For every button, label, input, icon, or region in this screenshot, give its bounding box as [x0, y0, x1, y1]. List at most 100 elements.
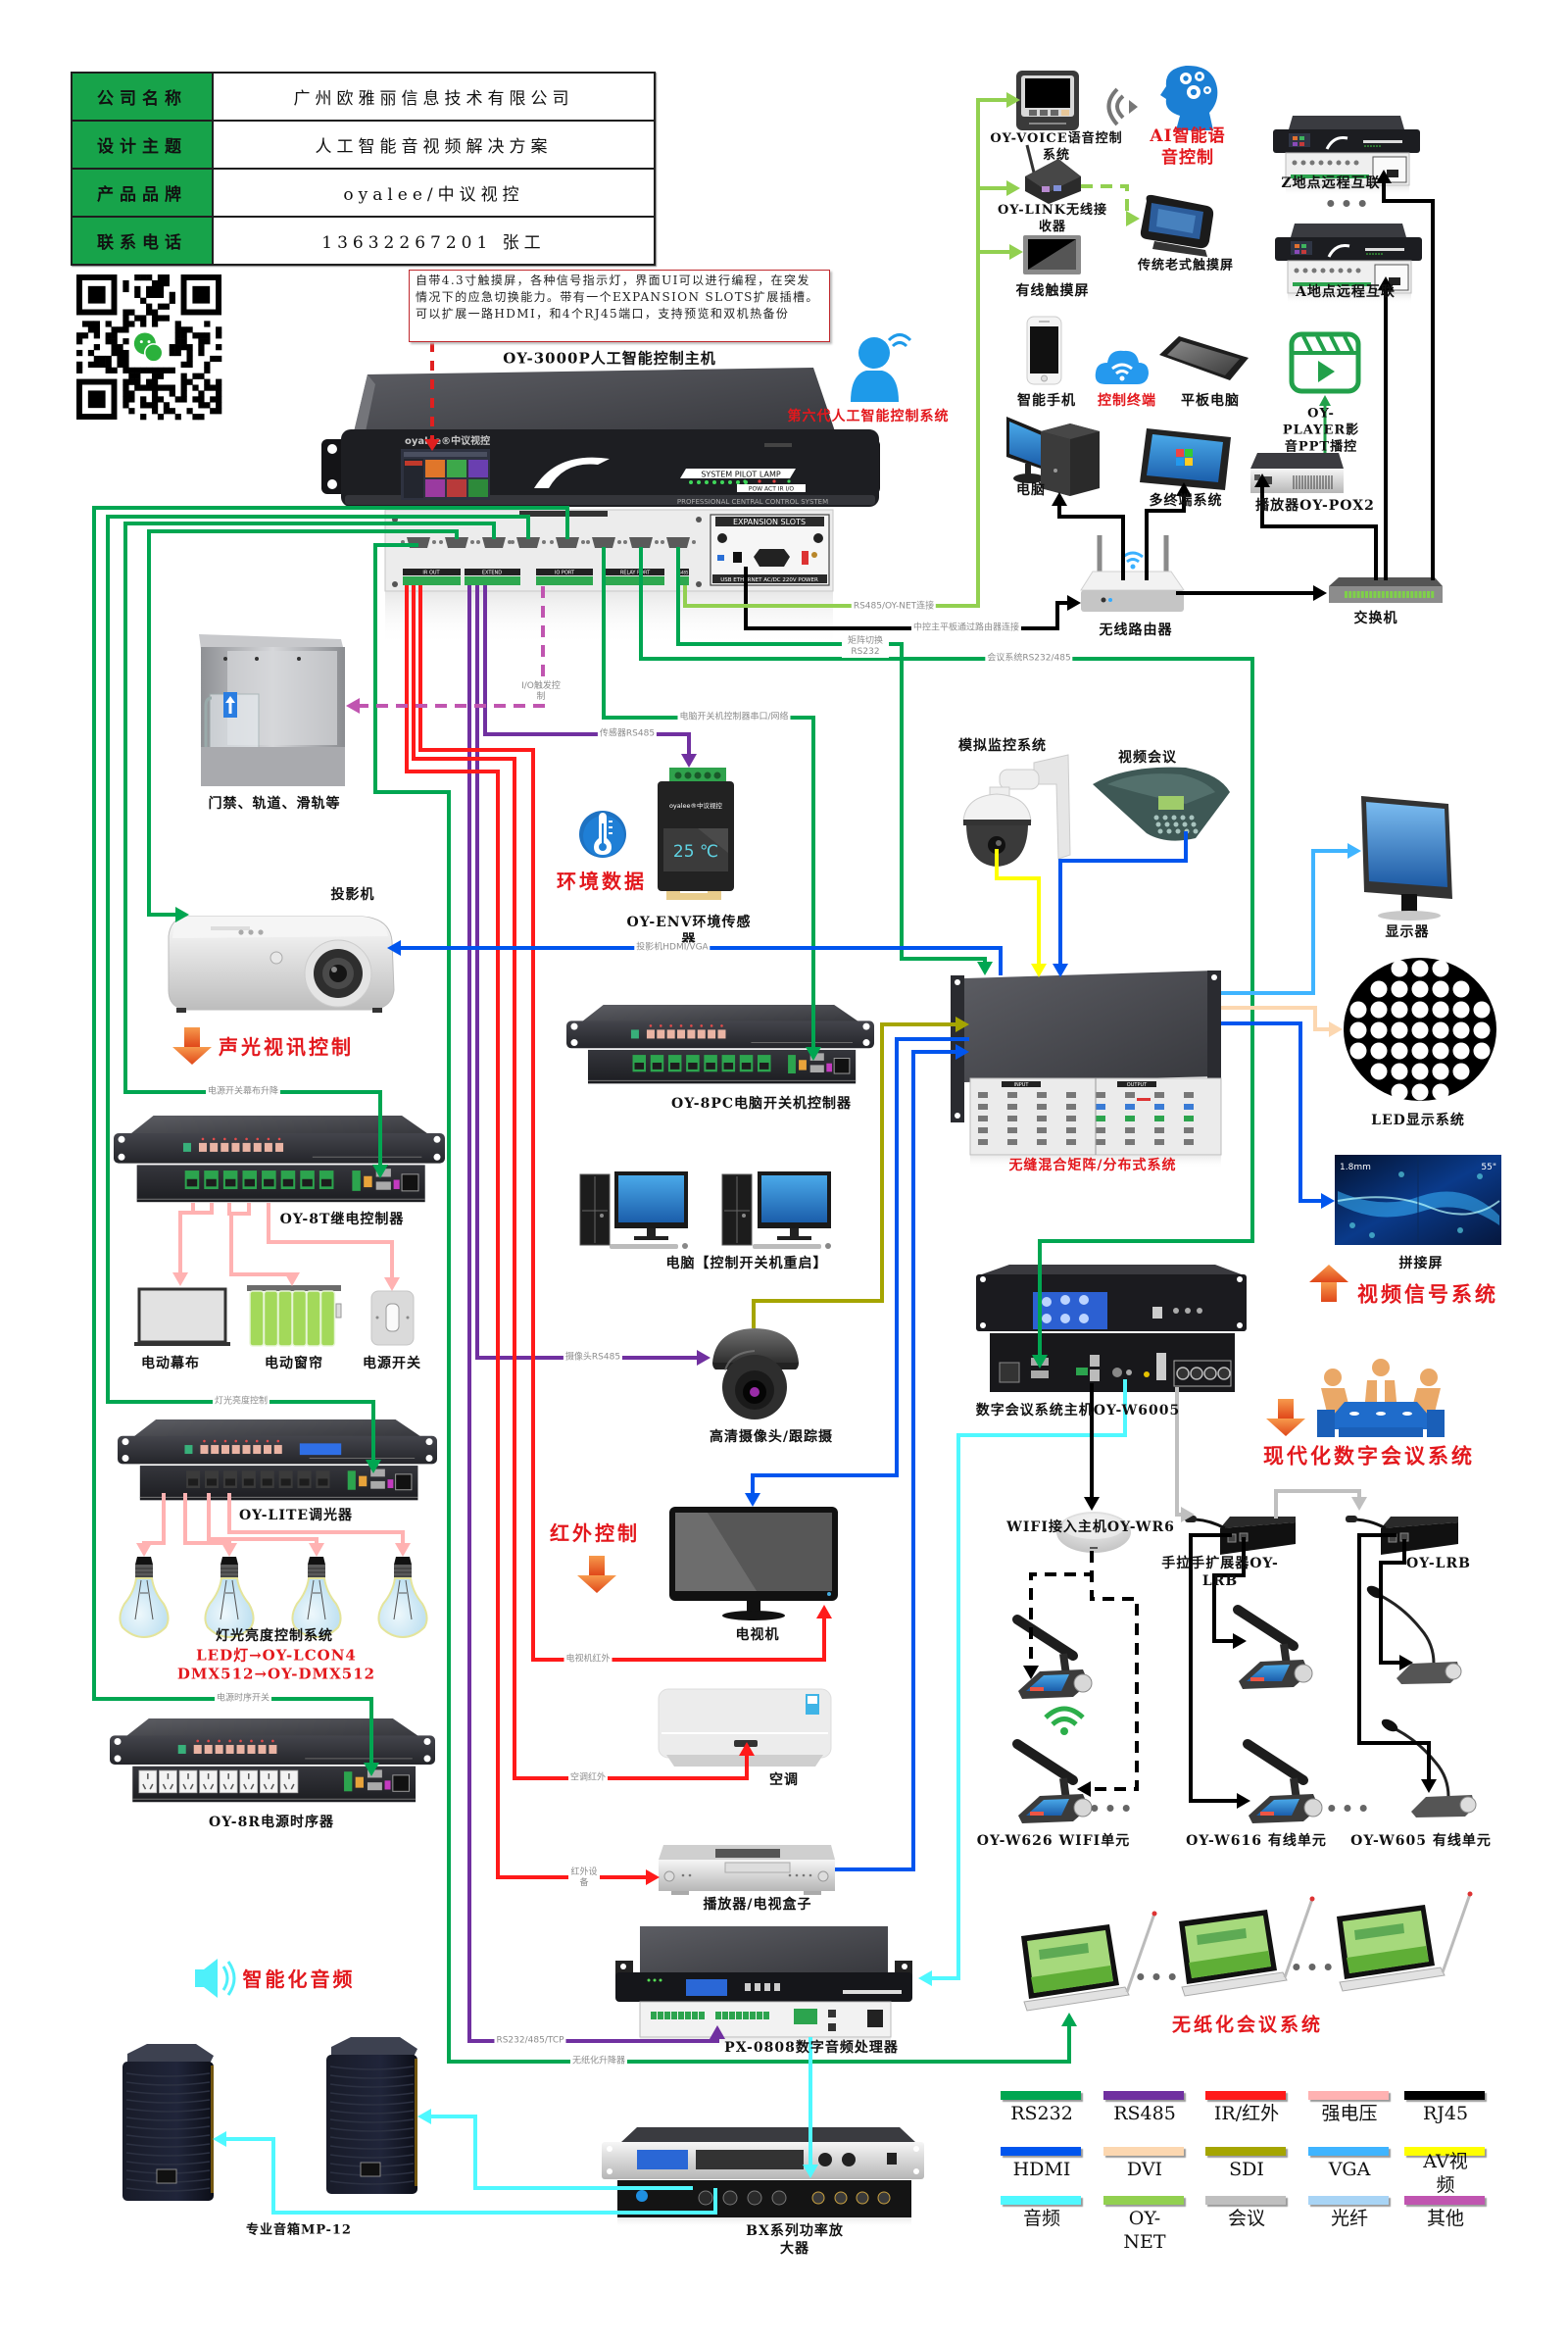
qr-code	[76, 274, 222, 421]
pc-power-controller	[566, 1005, 874, 1084]
turnstile-label: 门禁、轨道、滑轨等	[208, 795, 341, 812]
expansion-slots-label: EXPANSION SLOTS	[733, 518, 806, 526]
arrowhead	[816, 1605, 832, 1618]
legend-swatch	[1308, 2147, 1389, 2156]
wire-label: 无纸化升降器	[569, 2056, 628, 2067]
wire-path	[1189, 1533, 1239, 1803]
motorized-curtain	[247, 1285, 342, 1347]
power-amplifier	[602, 2127, 924, 2227]
wire-conference	[1274, 1489, 1367, 1519]
legend-swatch	[1103, 2147, 1184, 2156]
arrowhead	[745, 1493, 760, 1507]
legend-item: 强电压	[1308, 2091, 1391, 2125]
wire-rs485	[475, 585, 710, 1366]
wireless-router	[1080, 535, 1185, 612]
terminal-label: IO PORT	[555, 571, 575, 576]
wire-path	[193, 1203, 214, 1215]
wire-audio	[213, 2131, 717, 2215]
temperature-reading: 25 ℃	[673, 842, 718, 862]
power-sequencer	[110, 1718, 435, 1803]
wire-path	[1357, 1533, 1431, 1781]
arrowhead	[710, 2025, 725, 2039]
wire-label: 电视机红外	[564, 1654, 612, 1666]
cloud-wifi-icon	[1095, 350, 1149, 384]
wire-path	[639, 547, 1254, 1357]
tablet-label: 平板电脑	[1181, 392, 1240, 409]
wire-rs232	[639, 547, 1254, 1369]
pilot-lamp-label: SYSTEM PILOT LAMP	[701, 471, 781, 479]
legend-swatch	[1308, 2196, 1389, 2205]
dome-camera	[712, 1328, 799, 1419]
pc-label: 电脑	[1016, 481, 1046, 498]
user-icon	[851, 333, 912, 402]
arrowhead	[136, 1543, 152, 1557]
arrowhead	[417, 2109, 431, 2124]
television	[669, 1507, 838, 1620]
arrowhead	[284, 1272, 300, 1286]
wire-hdmi	[835, 1044, 969, 1871]
legend-swatch	[1205, 2147, 1286, 2156]
paperless-terminals	[1021, 1891, 1473, 2012]
lighting-system-label: 灯光亮度控制系统	[216, 1627, 333, 1644]
legend-swatch	[1103, 2091, 1184, 2100]
wire-path	[1221, 1006, 1331, 1031]
set-top-box-player	[659, 1845, 835, 1895]
wire-path	[1260, 485, 1378, 580]
wire-sdi	[752, 1017, 969, 1328]
pc-controller-label: OY-8PC电脑开关机控制器	[670, 1095, 853, 1112]
wire-label: I/O触发控制	[519, 681, 563, 703]
wire-power	[183, 1493, 237, 1557]
legend-item: SDI	[1205, 2147, 1288, 2181]
wire-path	[147, 529, 459, 917]
arrowhead	[1233, 1633, 1247, 1649]
wire-path	[752, 1022, 957, 1328]
ellipsis: •••	[1323, 190, 1372, 219]
annotation-callout: 自带4.3寸触摸屏，各种信号指示灯，界面UI可以进行编程，在突发情况下的应急切换…	[409, 270, 830, 342]
arrowhead	[681, 754, 697, 768]
wire-rs232	[676, 547, 993, 975]
legend-label: AV视频	[1423, 2151, 1468, 2196]
light-bulb-icon	[119, 1557, 170, 1639]
pc-icon	[1006, 417, 1100, 496]
arrowhead	[309, 1543, 324, 1557]
arrowhead	[346, 698, 360, 714]
wire-path	[373, 543, 1071, 2064]
wire-path	[429, 2115, 693, 2190]
info-value: 人工智能音视频解决方案	[315, 137, 553, 157]
legend-item: RS232	[1001, 2091, 1083, 2125]
wire-hdmi	[1221, 1021, 1335, 1209]
legend-item: 光纤	[1308, 2196, 1391, 2230]
wire-rs485	[467, 585, 725, 2043]
matrix-input-label: INPUT	[1014, 1082, 1030, 1088]
wire-path	[751, 1037, 969, 1495]
ellipsis: •••	[1133, 1964, 1182, 1992]
arrowhead	[424, 439, 440, 451]
info-row: 联系电话 13632267201 张工	[73, 218, 654, 264]
wire-rs232	[373, 543, 1077, 2064]
info-row: 设计主题 人工智能音视频解决方案	[73, 122, 654, 170]
legend-swatch	[1404, 2196, 1485, 2205]
legend-item: IR/红外	[1205, 2091, 1288, 2125]
arrowhead	[172, 1272, 188, 1286]
wire-path	[930, 1379, 1127, 1980]
arrowhead	[1348, 843, 1361, 859]
legend-label: 光纤	[1330, 2208, 1368, 2229]
player-label: 播放器/电视盒子	[703, 1896, 812, 1913]
wire-label: RS485/OY-NET连接	[851, 601, 937, 613]
splice-pitch: 1.8mm	[1340, 1163, 1371, 1172]
speaker-cabinet	[122, 2044, 214, 2201]
rear-port-labels: USB ETHERNET AC/DC 220V POWER	[720, 577, 818, 583]
controller-footer: PROFESSIONAL CENTRAL CONTROL SYSTEM	[677, 498, 828, 506]
legend-swatch	[1404, 2091, 1485, 2100]
paperless-section-title: 无纸化会议系统	[1171, 2014, 1324, 2036]
controlled-pcs	[579, 1171, 831, 1249]
wire-path	[178, 1203, 195, 1274]
legend-item: HDMI	[1001, 2147, 1083, 2181]
wire-rs232	[106, 515, 530, 1473]
wire-path	[483, 585, 691, 756]
legend-label: 会议	[1227, 2208, 1265, 2229]
arrowhead	[1052, 492, 1067, 506]
wire-label: 电源时序开关	[214, 1693, 272, 1705]
arrow-down-icon	[172, 1027, 212, 1065]
terminal-label: RELAY PORT	[620, 571, 651, 576]
